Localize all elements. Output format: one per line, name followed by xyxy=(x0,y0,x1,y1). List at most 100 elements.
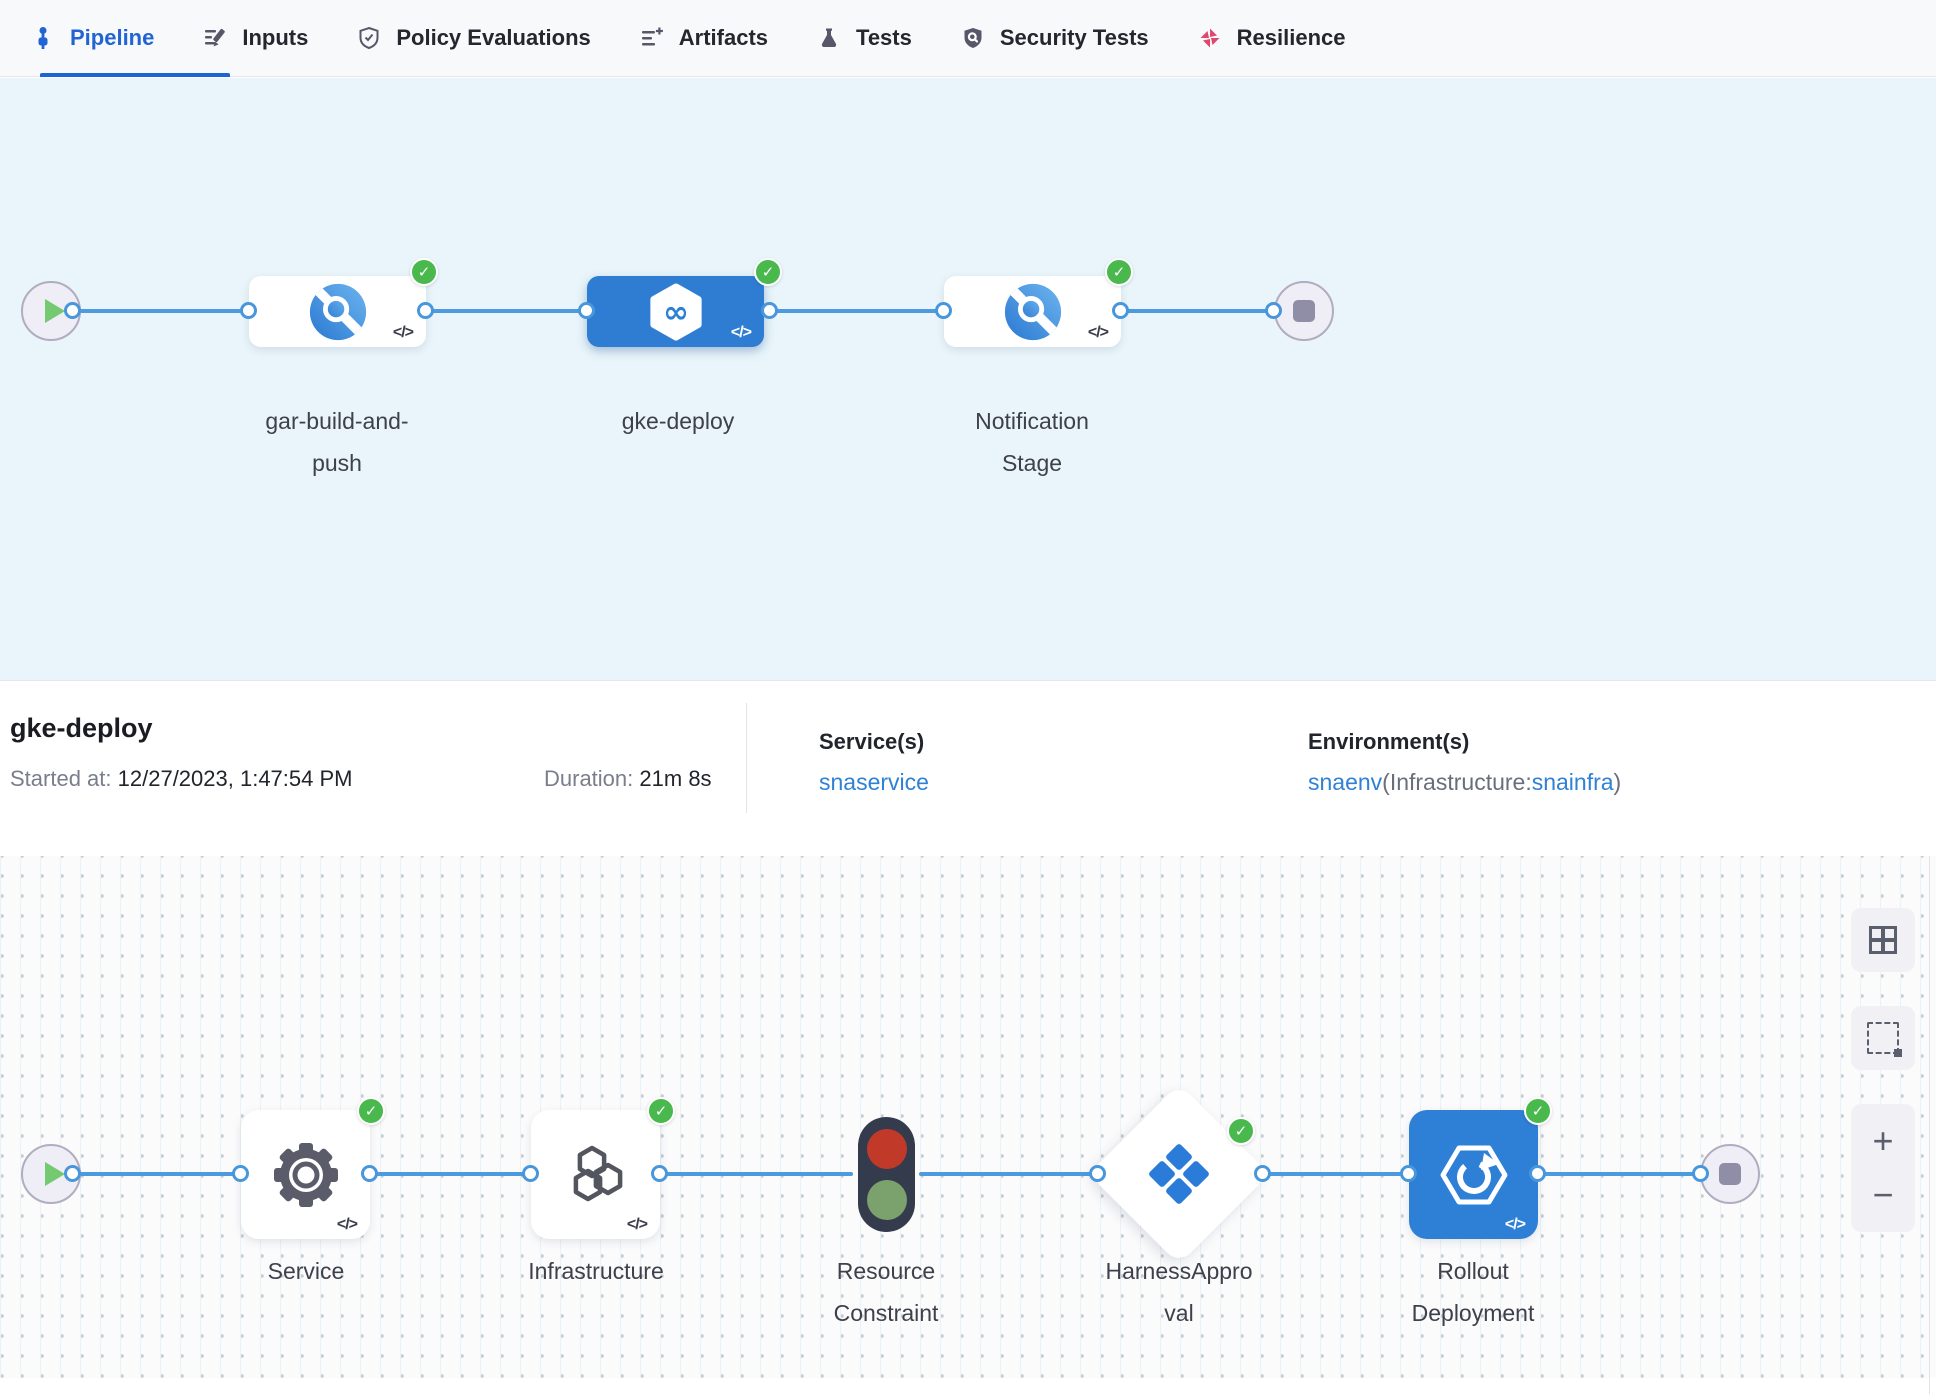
duration-label: Duration: xyxy=(544,766,634,791)
edge xyxy=(1263,1172,1409,1176)
edge xyxy=(426,309,587,313)
fullscreen-button[interactable] xyxy=(1851,908,1915,972)
duration: Duration: 21m 8s xyxy=(544,766,712,792)
connector-dot xyxy=(417,302,434,319)
edge xyxy=(1121,309,1274,313)
tab-label: Artifacts xyxy=(678,25,769,50)
tab-artifacts[interactable]: Artifacts xyxy=(639,0,768,77)
stage-card-gke-deploy[interactable]: ∞ </> xyxy=(587,276,764,347)
connector-dot xyxy=(761,302,778,319)
tab-resilience[interactable]: Resilience xyxy=(1197,0,1346,77)
status-success-badge: ✓ xyxy=(1105,258,1133,286)
step-card-service[interactable]: </> xyxy=(241,1110,370,1239)
started-at-label: Started at: xyxy=(10,766,112,791)
stage-label[interactable]: Notification Stage xyxy=(975,408,1089,476)
edge xyxy=(770,309,944,313)
yaml-code-badge[interactable]: </> xyxy=(392,324,414,341)
connector-dot xyxy=(935,302,952,319)
step-card-rollout-deployment[interactable]: </> xyxy=(1409,1110,1538,1239)
tab-tests[interactable]: Tests xyxy=(816,0,912,77)
tab-security-tests[interactable]: Security Tests xyxy=(960,0,1149,77)
stop-icon xyxy=(1719,1163,1741,1185)
stage-label[interactable]: gar-build-and-push xyxy=(265,408,409,476)
tab-policy-evaluations[interactable]: Policy Evaluations xyxy=(356,0,591,77)
yaml-code-badge[interactable]: </> xyxy=(1087,324,1109,341)
play-icon xyxy=(44,1162,65,1186)
gear-icon xyxy=(273,1142,338,1207)
step-label[interactable]: Rollout Deployment xyxy=(1411,1258,1535,1326)
edge xyxy=(370,1172,531,1176)
zoom-out-button[interactable]: − xyxy=(1872,1174,1894,1216)
execution-summary-bar: gke-deploy Started at: 12/27/2023, 1:47:… xyxy=(0,680,1936,858)
zoom-in-button[interactable]: + xyxy=(1872,1119,1894,1161)
environment-link-row: snaenv(Infrastructure:snainfra) xyxy=(1308,769,1621,796)
edge xyxy=(660,1172,853,1176)
active-tab-underline xyxy=(40,72,230,77)
traffic-light-green xyxy=(866,1180,907,1221)
hexagons-icon xyxy=(573,1145,622,1201)
traffic-light-red xyxy=(866,1128,907,1169)
yaml-code-badge[interactable]: </> xyxy=(730,324,752,341)
connector-dot xyxy=(361,1165,378,1182)
status-success-badge: ✓ xyxy=(1524,1097,1552,1125)
step-traffic-light-resource-constraint[interactable] xyxy=(858,1117,915,1232)
connector-dot xyxy=(522,1165,539,1182)
started-at-value: 12/27/2023, 1:47:54 PM xyxy=(117,766,353,791)
infrastructure-prefix: (Infrastructure: xyxy=(1382,769,1532,795)
step-label[interactable]: Service xyxy=(267,1258,345,1284)
yaml-code-badge[interactable]: </> xyxy=(626,1216,648,1233)
fullscreen-icon xyxy=(1869,926,1897,954)
service-link-row: snaservice xyxy=(819,769,929,796)
connector-dot xyxy=(1112,302,1129,319)
connector-dot xyxy=(64,1165,81,1182)
divider xyxy=(746,703,747,813)
approval-diamond-icon xyxy=(1149,1144,1209,1204)
infrastructure-link[interactable]: snainfra xyxy=(1531,769,1614,795)
yaml-code-badge[interactable]: </> xyxy=(1504,1216,1526,1233)
step-card-infrastructure[interactable]: </> xyxy=(531,1110,660,1239)
security-shield-icon xyxy=(960,25,986,51)
tab-pipeline[interactable]: Pipeline xyxy=(30,0,230,77)
connector-dot xyxy=(1400,1165,1417,1182)
environment-link[interactable]: snaenv xyxy=(1308,769,1383,795)
tab-label: Resilience xyxy=(1236,25,1346,50)
tab-inputs[interactable]: Inputs xyxy=(202,0,308,77)
custom-stage-icon xyxy=(306,280,369,343)
selected-stage-title: gke-deploy xyxy=(10,713,153,743)
edge xyxy=(73,1172,241,1176)
marquee-select-button[interactable] xyxy=(1851,1006,1915,1070)
status-success-badge: ✓ xyxy=(357,1097,385,1125)
services-header: Service(s) xyxy=(819,729,925,754)
step-label[interactable]: Infrastructure xyxy=(528,1258,664,1284)
flask-icon xyxy=(816,25,842,51)
connector-dot xyxy=(1529,1165,1546,1182)
connector-dot xyxy=(1089,1165,1106,1182)
connector-dot xyxy=(651,1165,668,1182)
yaml-code-badge[interactable]: </> xyxy=(336,1216,358,1233)
play-icon xyxy=(44,299,65,323)
connector-dot xyxy=(1265,302,1282,319)
tab-label: Inputs xyxy=(242,25,309,50)
step-label[interactable]: HarnessApproval xyxy=(1105,1258,1253,1326)
tab-label: Pipeline xyxy=(70,25,155,50)
scrollbar-track[interactable] xyxy=(1929,856,1930,1394)
status-success-badge: ✓ xyxy=(1227,1117,1255,1145)
environments-header: Environment(s) xyxy=(1308,729,1470,754)
tab-label: Tests xyxy=(856,25,912,50)
edge xyxy=(73,309,249,313)
step-label[interactable]: Resource Constraint xyxy=(833,1258,939,1326)
svg-text:∞: ∞ xyxy=(663,294,689,330)
artifacts-icon xyxy=(639,25,665,51)
stage-label[interactable]: gke-deploy xyxy=(621,408,735,434)
tab-bar: Pipeline Inputs Policy Evaluati xyxy=(0,0,1936,77)
service-link[interactable]: snaservice xyxy=(819,769,929,795)
stage-card-notification-stage[interactable]: </> xyxy=(944,276,1121,347)
duration-value: 21m 8s xyxy=(639,766,712,791)
marquee-select-icon xyxy=(1867,1022,1902,1057)
connector-dot xyxy=(64,302,81,319)
status-success-badge: ✓ xyxy=(754,258,782,286)
stop-icon xyxy=(1293,300,1315,322)
stage-card-gar-build-and-push[interactable]: </> xyxy=(249,276,426,347)
edge xyxy=(919,1172,1098,1176)
